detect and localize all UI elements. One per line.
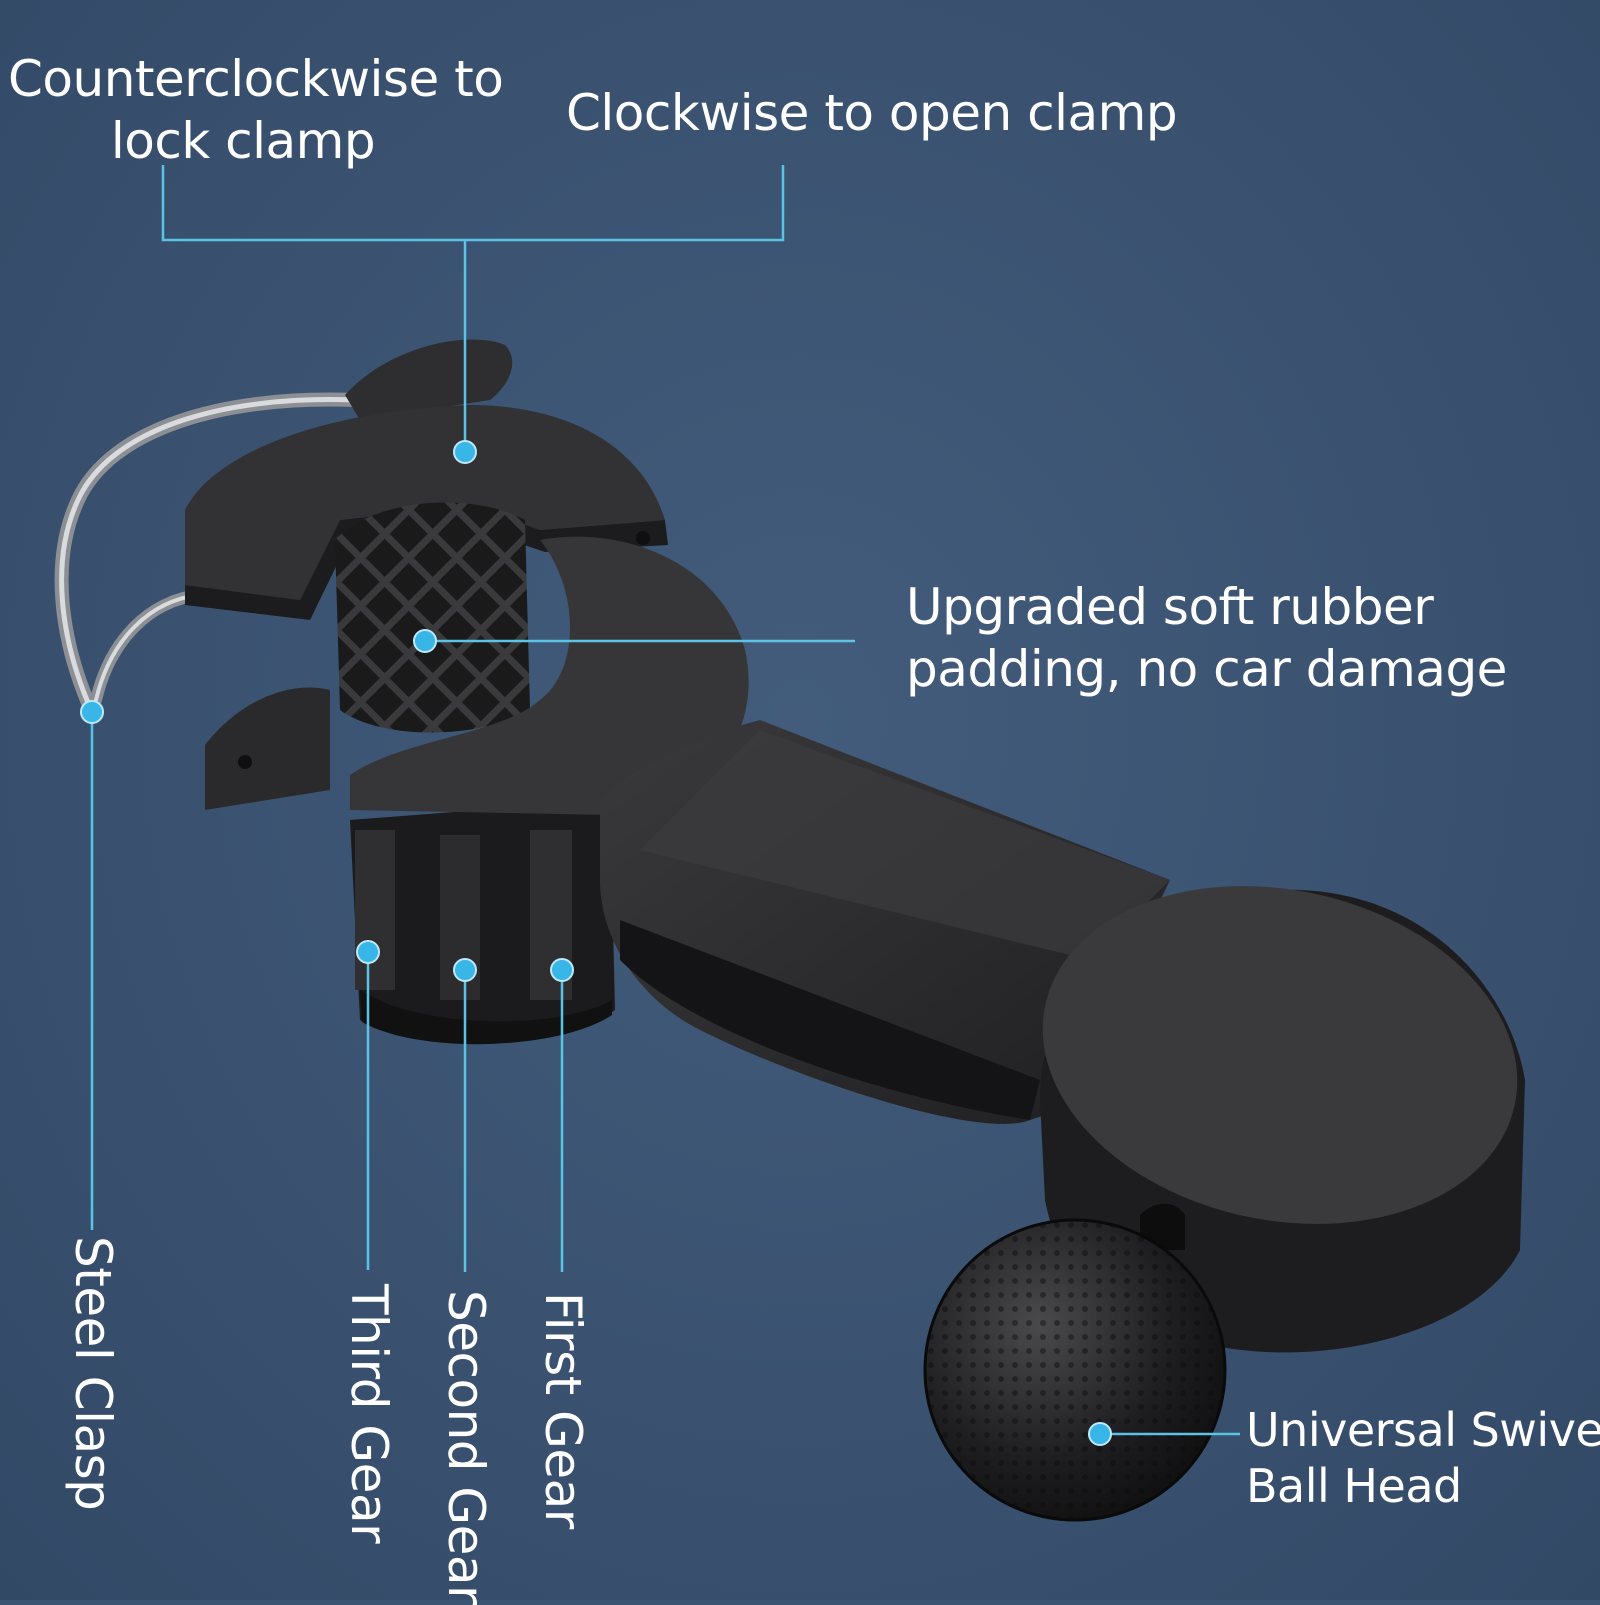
lower-clamp-jaw bbox=[205, 687, 330, 810]
callout-dot-second-gear bbox=[453, 958, 477, 982]
label-ball-head: Universal Swivel Ball Head bbox=[1246, 1402, 1600, 1514]
label-third-gear: Third Gear bbox=[340, 1284, 398, 1544]
label-ball-line1: Universal Swivel bbox=[1246, 1403, 1600, 1457]
ball-housing bbox=[1040, 886, 1525, 1353]
steel-clasp-wire bbox=[54, 392, 362, 719]
label-rubber-line1: Upgraded soft rubber bbox=[906, 578, 1434, 636]
label-clockwise: Clockwise to open clamp bbox=[566, 82, 1178, 144]
callout-lines bbox=[90, 165, 1240, 1436]
label-counterclockwise: Counterclockwise to lock clamp bbox=[8, 48, 504, 172]
label-steel-clasp: Steel Clasp bbox=[64, 1236, 122, 1511]
callout-dot-first-gear bbox=[550, 958, 574, 982]
rubber-padding bbox=[335, 502, 530, 733]
label-second-gear: Second Gear bbox=[437, 1290, 495, 1605]
callout-line-clamp-direction bbox=[161, 165, 785, 242]
callout-dot-rubber bbox=[413, 629, 437, 653]
callout-dot-ball-head bbox=[1088, 1422, 1112, 1446]
callout-dots bbox=[80, 440, 1112, 1446]
gear-stack bbox=[350, 800, 615, 1045]
callout-dot-steel-clasp bbox=[80, 700, 104, 724]
clamp-ring bbox=[350, 536, 749, 815]
clamp-lever bbox=[345, 339, 513, 420]
label-rubber-padding: Upgraded soft rubber padding, no car dam… bbox=[906, 576, 1507, 700]
label-rubber-line2: padding, no car damage bbox=[906, 640, 1507, 698]
label-ball-line2: Ball Head bbox=[1246, 1459, 1462, 1513]
ball-head bbox=[923, 1218, 1227, 1522]
callout-dot-clamp bbox=[453, 440, 477, 464]
label-clockwise-line1: Clockwise to open clamp bbox=[566, 84, 1178, 142]
callout-dot-third-gear bbox=[356, 940, 380, 964]
label-counterclockwise-line1: Counterclockwise to bbox=[8, 50, 504, 108]
upper-clamp-jaw bbox=[185, 405, 665, 600]
label-first-gear: First Gear bbox=[534, 1292, 592, 1529]
label-counterclockwise-line2: lock clamp bbox=[110, 112, 376, 170]
